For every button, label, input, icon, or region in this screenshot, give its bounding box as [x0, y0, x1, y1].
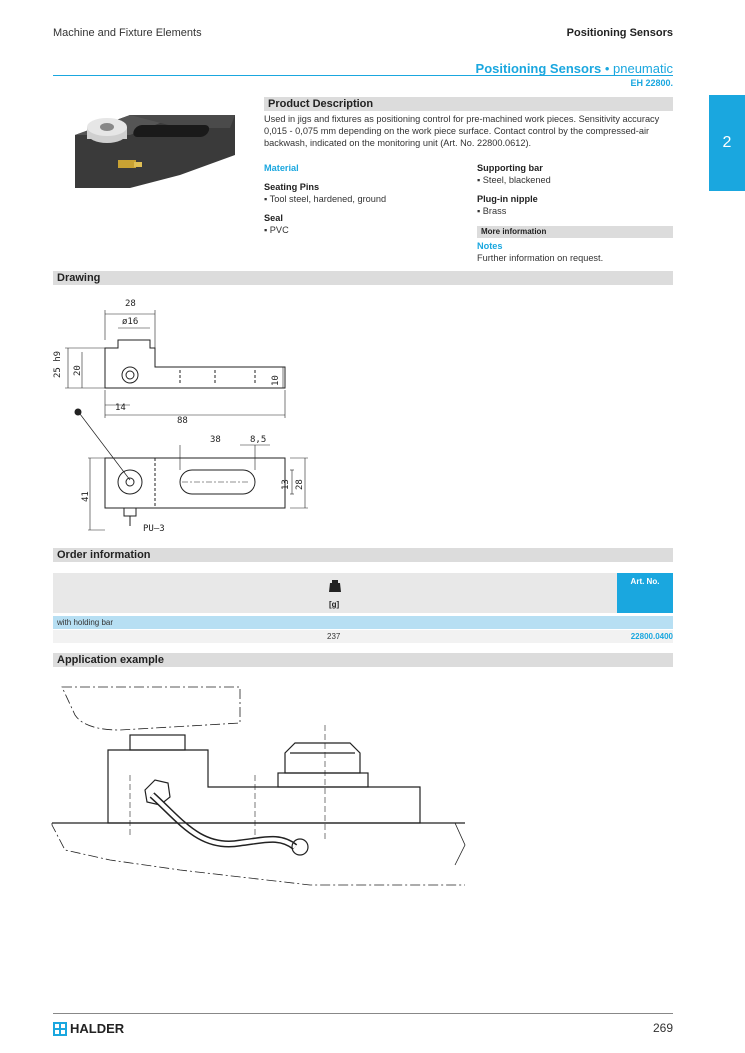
notes-label: Notes — [477, 241, 503, 251]
dim-8-5: 8,5 — [250, 435, 266, 445]
header-chapter-title: Positioning Sensors — [566, 27, 673, 39]
dim-pu3: PU–3 — [143, 524, 165, 534]
title-bullet: • — [601, 61, 614, 76]
page-title: Positioning Sensors • pneumatic — [476, 61, 673, 76]
weight-value: 237 — [327, 632, 341, 641]
dim-28b: 28 — [295, 479, 305, 490]
plugin-nipple-label: Plug-in nipple — [477, 194, 538, 204]
product-code: EH 22800. — [630, 78, 673, 88]
page-number: 269 — [652, 1021, 673, 1035]
dim-20: 20 — [73, 365, 83, 376]
more-information-heading: More information — [477, 226, 673, 238]
product-photo — [75, 115, 235, 188]
title-rule — [53, 75, 673, 76]
title-main: Positioning Sensors — [475, 61, 602, 76]
dim-16: ø16 — [122, 317, 138, 327]
dim-25: 25 h9 — [53, 351, 63, 378]
supporting-bar-label: Supporting bar — [477, 163, 543, 173]
dim-14: 14 — [115, 403, 126, 413]
seal-value: ▪ PVC — [264, 225, 289, 235]
title-sub: pneumatic — [613, 61, 673, 76]
dim-88: 88 — [177, 416, 188, 426]
application-drawing — [51, 686, 466, 886]
material-heading: Material — [264, 163, 299, 173]
order-group-label: with holding bar — [53, 616, 673, 629]
halder-logo: HALDER — [53, 1021, 124, 1036]
notes-text: Further information on request. — [477, 253, 604, 263]
order-information-heading: Order information — [53, 548, 673, 562]
application-example-heading: Application example — [53, 653, 673, 667]
drawing-heading: Drawing — [53, 271, 673, 285]
seating-pins-label: Seating Pins — [264, 182, 320, 192]
dim-13: 13 — [281, 479, 291, 490]
footer-rule — [53, 1013, 673, 1014]
product-description-text: Used in jigs and fixtures as positioning… — [264, 114, 660, 148]
art-no-header: Art. No. — [617, 573, 673, 613]
dim-41: 41 — [81, 491, 91, 502]
technical-drawing: 28 ø16 25 h9 20 10 14 88 38 8,5 13 28 41… — [53, 299, 308, 534]
chapter-tab[interactable]: 2 — [709, 95, 745, 191]
header-section-title: Machine and Fixture Elements — [53, 27, 202, 39]
logo-text: HALDER — [70, 1021, 125, 1036]
art-no-value[interactable]: 22800.0400 — [630, 632, 673, 641]
plugin-nipple-value: ▪ Brass — [477, 206, 507, 216]
halder-logo-icon — [53, 1021, 67, 1036]
seal-label: Seal — [264, 213, 283, 223]
weight-icon — [329, 580, 341, 592]
dim-10: 10 — [271, 375, 281, 386]
seating-pins-value: ▪ Tool steel, hardened, ground — [264, 194, 387, 204]
supporting-bar-value: ▪ Steel, blackened — [477, 175, 551, 185]
dim-28: 28 — [125, 299, 136, 309]
order-table-header — [53, 573, 673, 613]
table-row[interactable] — [53, 630, 673, 643]
dim-38: 38 — [210, 435, 221, 445]
weight-unit: [g] — [329, 600, 340, 609]
product-description-heading: Product Description — [264, 97, 673, 111]
